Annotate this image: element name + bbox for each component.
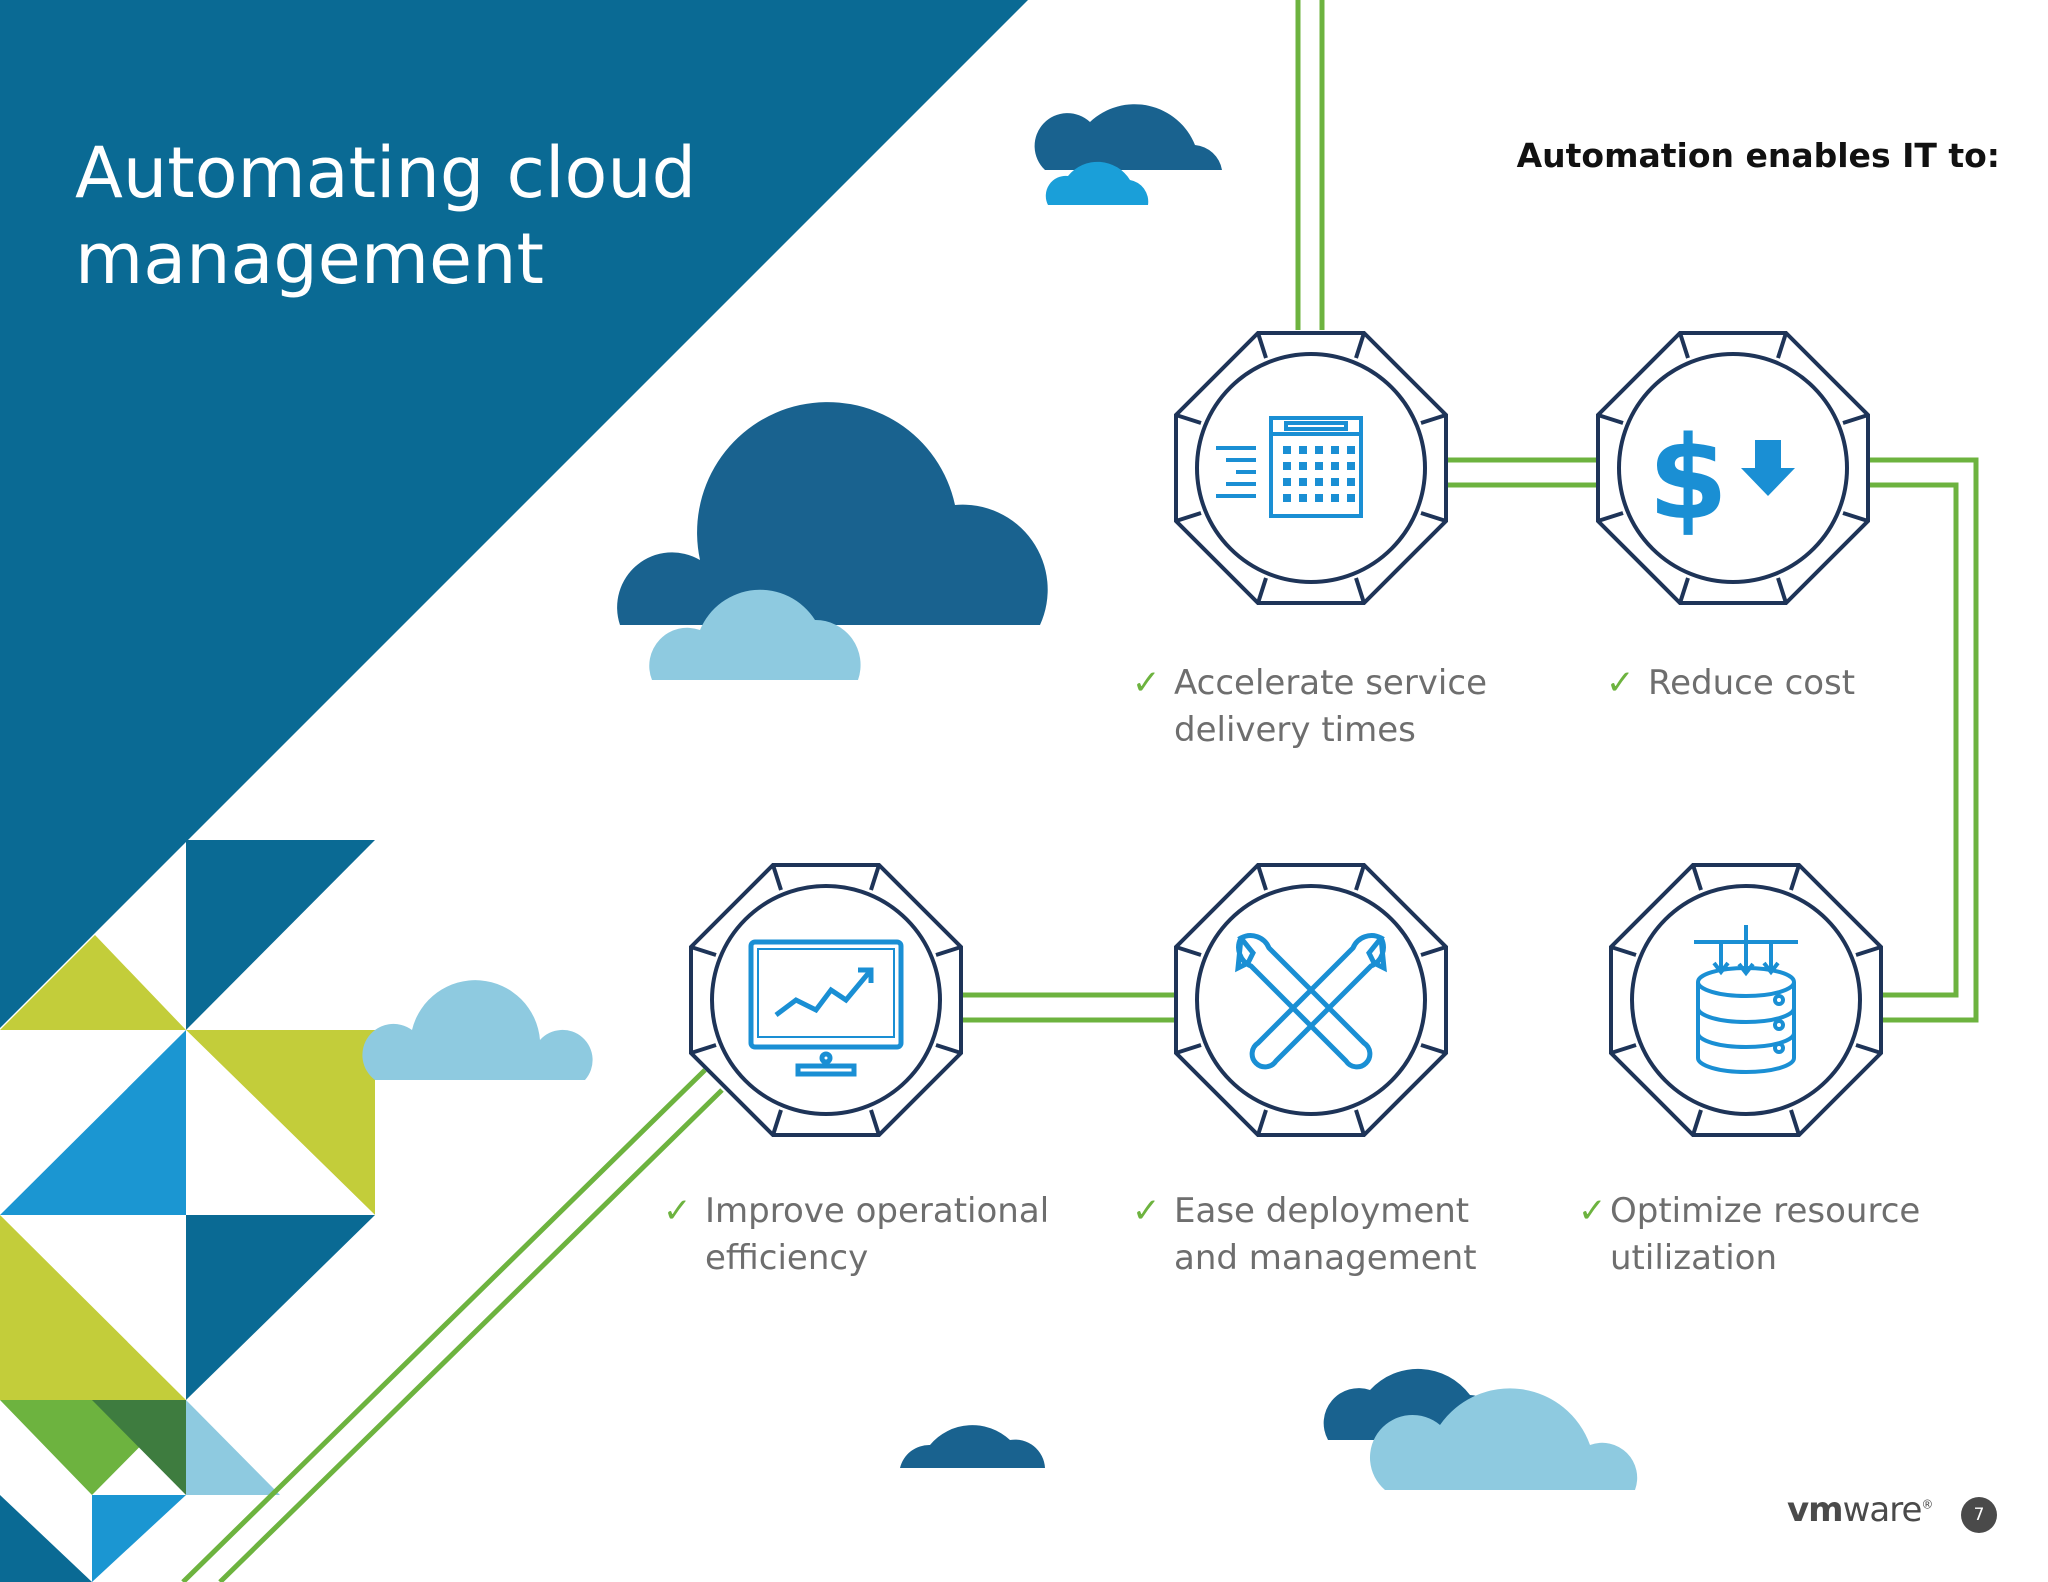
benefit-line-2: efficiency — [705, 1238, 869, 1278]
title-line-2: management — [75, 218, 544, 300]
cloud-top — [1034, 104, 1222, 205]
medallion-calendar — [1174, 331, 1448, 605]
benefit-line-2: utilization — [1610, 1238, 1778, 1278]
benefit-line-2: and management — [1174, 1238, 1477, 1278]
triangle-mosaic — [0, 840, 375, 1582]
benefit-line-1: Reduce cost — [1648, 663, 1856, 703]
medallion-wrenches — [1174, 863, 1448, 1137]
check-icon: ✓ — [1132, 1191, 1161, 1231]
check-icon: ✓ — [663, 1191, 692, 1231]
title-line-1: Automating cloud — [75, 132, 697, 214]
cloud-large — [617, 402, 1048, 680]
page-title: Automating cloud management — [75, 130, 775, 302]
benefit-line-1: Optimize resource — [1610, 1191, 1921, 1231]
logo-vm: vm — [1787, 1490, 1844, 1530]
benefit-optimize-resources: ✓ Optimize resource utilization — [1578, 1188, 1921, 1282]
check-icon: ✓ — [1578, 1191, 1607, 1231]
benefit-operational-efficiency: ✓ Improve operational efficiency — [663, 1188, 1050, 1282]
check-icon: ✓ — [1606, 663, 1635, 703]
check-icon: ✓ — [1132, 663, 1161, 703]
wrenches-icon — [1235, 933, 1387, 1070]
monitor-chart-icon — [748, 939, 904, 1077]
cloud-left-small — [362, 980, 593, 1080]
navy-banner — [0, 0, 1028, 1028]
lead-in-heading: Automation enables IT to: — [1516, 136, 2000, 175]
cloud-bottom-dark — [900, 1425, 1045, 1468]
dollar-down-icon: $ — [1648, 412, 1795, 546]
benefit-line-1: Accelerate service — [1174, 663, 1487, 703]
logo-trademark: ® — [1921, 1497, 1933, 1512]
benefit-reduce-cost: ✓ Reduce cost — [1606, 660, 1856, 707]
connector-lines — [181, 0, 1979, 1582]
medallion-database — [1609, 863, 1883, 1137]
benefit-line-2: delivery times — [1174, 710, 1416, 750]
benefit-line-1: Ease deployment — [1174, 1191, 1470, 1231]
medallion-dollar — [1596, 331, 1870, 605]
benefit-ease-deployment: ✓ Ease deployment and management — [1132, 1188, 1477, 1282]
logo-ware: ware — [1842, 1490, 1923, 1530]
svg-text:$: $ — [1648, 412, 1728, 546]
vmware-logo: vmware® — [1787, 1490, 1933, 1530]
database-icon — [1694, 925, 1798, 1074]
benefit-accelerate-delivery: ✓ Accelerate service delivery times — [1132, 660, 1487, 754]
benefit-line-1: Improve operational — [705, 1191, 1050, 1231]
page-number-badge: 7 — [1961, 1497, 1997, 1533]
calendar-icon — [1216, 416, 1363, 518]
cloud-bottom-right — [1323, 1368, 1638, 1490]
